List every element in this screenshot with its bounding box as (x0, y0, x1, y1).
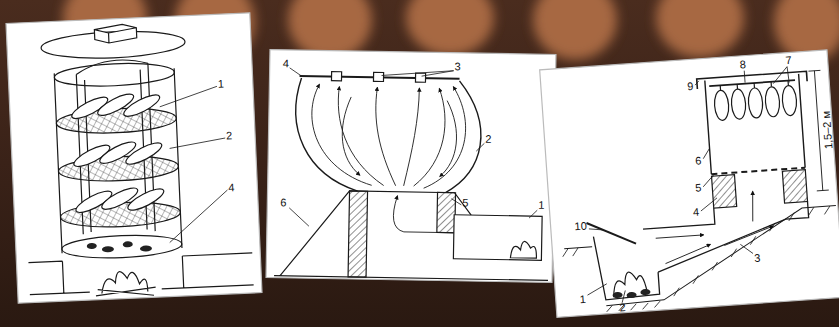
panel-card (540, 50, 839, 317)
sausage (747, 88, 763, 119)
sausages (713, 80, 797, 121)
dimension-label: 1,5–2 м (821, 111, 835, 150)
flow-arrow (342, 97, 362, 175)
cabinet-smokehouse-panel (540, 50, 839, 317)
barrel-bottom (61, 233, 182, 260)
flow-arrow (723, 226, 774, 245)
flow-arrow (374, 87, 397, 185)
sausage (764, 86, 780, 117)
callout-number: 5 (462, 197, 468, 208)
callout-number: 1 (218, 79, 225, 90)
callout-number: 3 (754, 253, 761, 264)
brick-support (437, 192, 456, 232)
callout-number: 2 (226, 130, 233, 141)
sausage-blur (406, 0, 494, 56)
sausage-blur (656, 0, 744, 58)
fish (123, 139, 164, 168)
callout-number: 5 (695, 182, 702, 193)
flow-arrow (311, 84, 374, 185)
sausage-blur (533, 0, 617, 60)
leader-line (287, 68, 540, 230)
brick-support (712, 175, 737, 209)
ground-line (563, 206, 839, 309)
chip (102, 246, 114, 253)
earth-mound (274, 190, 549, 281)
fire-pit-stand (28, 253, 253, 295)
callout-number: 2 (619, 302, 626, 313)
flow-arrow (424, 86, 467, 189)
panel-card (6, 13, 262, 303)
callout-number: 6 (280, 197, 286, 208)
smoke-channel (642, 202, 812, 273)
fire-pit (593, 232, 659, 300)
bag-smoker-panel (266, 50, 556, 283)
hook (415, 73, 425, 82)
coal (626, 292, 636, 299)
hook (331, 72, 341, 81)
chip (87, 243, 97, 249)
callout-number: 2 (485, 134, 491, 145)
callout-number: 9 (687, 81, 694, 92)
flow-arrow (751, 191, 755, 221)
callout-number: 8 (739, 59, 746, 70)
flow-arrow (440, 101, 457, 177)
chip (123, 241, 133, 247)
coal (640, 289, 650, 296)
firebox (453, 215, 542, 261)
hook (373, 72, 383, 81)
flow-arrow (656, 235, 704, 238)
brick-support (348, 191, 367, 277)
callout-number: 3 (455, 61, 461, 72)
sausage (714, 90, 730, 121)
flow-arrow (414, 88, 446, 187)
ground-hatch (561, 206, 837, 315)
brick-support (782, 170, 807, 204)
callout-number: 4 (283, 58, 289, 69)
panel-card (266, 50, 556, 283)
coal (612, 292, 622, 299)
sausage (731, 89, 747, 120)
flow-arrow (404, 88, 420, 186)
wood-chips (87, 240, 152, 254)
fish (121, 91, 162, 120)
flow-arrow (664, 244, 711, 263)
barrel-frame (54, 68, 182, 253)
barrel-ring (54, 61, 175, 88)
fire (510, 241, 536, 258)
callout-number: 7 (785, 55, 792, 66)
callout-number: 10 (574, 221, 587, 233)
sausage (781, 85, 797, 116)
cabinet-wall (705, 74, 805, 174)
fire (95, 270, 156, 298)
callout-number: 4 (693, 207, 700, 218)
callout-number: 4 (228, 182, 235, 193)
fish-pieces (68, 89, 167, 217)
leader-line (159, 86, 230, 243)
callout-number: 6 (695, 155, 702, 166)
fish (125, 185, 166, 214)
callout-number: 1 (579, 294, 586, 305)
coals (612, 289, 650, 300)
pit-lid (586, 220, 636, 247)
callout-number: 1 (538, 200, 544, 211)
lid-weight (94, 24, 137, 44)
barrel-smoker-panel (6, 13, 262, 303)
smoke-bag (294, 78, 481, 193)
smoke-flow (653, 190, 775, 264)
chip (140, 245, 152, 252)
leader-line (573, 67, 804, 306)
hanging-rail (709, 80, 795, 86)
